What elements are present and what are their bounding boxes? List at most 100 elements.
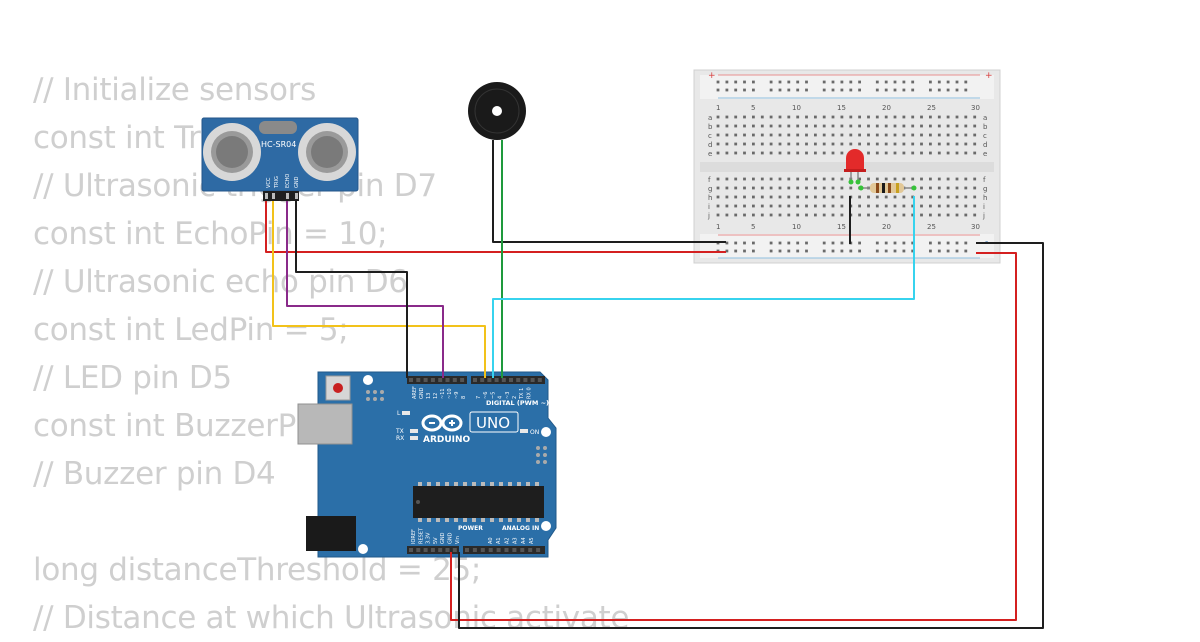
icsp-pin — [536, 460, 540, 464]
digital-header-left — [407, 376, 467, 384]
rail-plus-label: + — [985, 71, 993, 81]
breadboard-hole — [955, 213, 959, 217]
breadboard-hole — [929, 204, 932, 208]
breadboard-hole — [752, 88, 755, 92]
breadboard-hole — [734, 195, 738, 199]
header-pin — [452, 378, 457, 382]
resistor[interactable] — [858, 183, 917, 193]
transducer-right-core — [311, 136, 343, 168]
breadboard-hole — [752, 151, 755, 155]
breadboard-hole — [937, 195, 941, 199]
breadboard-hole — [716, 204, 720, 208]
breadboard-hole — [840, 151, 844, 155]
hc-sr04-sensor[interactable]: HC-SR04 VCC TRIG ECHO GND — [201, 117, 359, 201]
wire-yellow-trig[interactable] — [272, 200, 486, 378]
breadboard-hole — [716, 151, 720, 155]
breadboard-hole — [805, 177, 808, 181]
breadboard-hole — [725, 88, 729, 92]
breadboard-hole — [840, 177, 844, 181]
breadboard-hole — [929, 151, 932, 155]
breadboard-hole — [849, 124, 853, 128]
wire-cyan-led[interactable] — [492, 196, 915, 378]
breadboard-hole — [778, 142, 782, 146]
icsp-pin — [543, 446, 547, 450]
chip-pin — [481, 482, 485, 486]
breadboard-hole — [849, 249, 853, 253]
breadboard-hole — [787, 241, 791, 245]
breadboard-hole — [911, 177, 915, 181]
led-on — [520, 429, 528, 433]
chip-pin — [454, 518, 458, 522]
breadboard-hole — [893, 133, 897, 137]
breadboard-hole — [805, 142, 808, 146]
breadboard-hole — [769, 186, 773, 190]
breadboard-hole — [946, 115, 950, 119]
breadboard-hole — [716, 195, 720, 199]
breadboard-hole — [734, 213, 738, 217]
wire-black-gnd[interactable] — [295, 200, 408, 378]
breadboard-hole — [805, 186, 808, 190]
wire-purple-echo[interactable] — [286, 200, 444, 378]
breadboard-hole — [937, 249, 941, 253]
breadboard-hole — [955, 88, 959, 92]
breadboard-hole — [805, 151, 808, 155]
reset-button-cap[interactable] — [333, 383, 343, 393]
breadboard-hole — [937, 115, 941, 119]
sensor-pin-label: GND — [294, 176, 300, 188]
analog-header — [463, 546, 545, 554]
header-pin — [423, 548, 428, 552]
breadboard-hole — [743, 88, 746, 92]
power-pin-label: RESET — [418, 527, 424, 544]
breadboard-hole — [893, 142, 897, 146]
breadboard-hole — [902, 204, 906, 208]
chip-pin — [427, 482, 431, 486]
uno-label: UNO — [476, 414, 510, 432]
wire-red-vcc[interactable] — [265, 200, 726, 253]
breadboard-hole — [760, 204, 764, 208]
resistor-band — [896, 183, 899, 193]
wire-black-buzzer[interactable] — [492, 140, 726, 243]
breadboard-hole — [937, 151, 941, 155]
piezo-buzzer[interactable] — [468, 82, 526, 140]
breadboard-hole — [752, 249, 755, 253]
breadboard-hole — [822, 133, 826, 137]
row-letter: e — [708, 150, 712, 158]
breadboard-hole — [973, 177, 977, 181]
breadboard-hole — [716, 124, 720, 128]
code-line: // Buzzer pin D4 — [33, 456, 276, 492]
column-number: 10 — [792, 104, 801, 112]
red-led[interactable] — [844, 149, 866, 185]
breadboard-hole — [875, 213, 879, 217]
breadboard-hole — [796, 213, 800, 217]
breadboard-hole — [902, 213, 906, 217]
breadboard-hole — [822, 88, 826, 92]
breadboard-hole — [734, 151, 738, 155]
breadboard-hole — [902, 115, 906, 119]
breadboard-hole — [884, 142, 888, 146]
header-pin — [516, 378, 521, 382]
chip-pin — [517, 518, 521, 522]
arduino-logo — [421, 414, 463, 432]
breadboard-hole — [840, 115, 844, 119]
breadboard-hole — [734, 177, 738, 181]
breadboard-hole — [743, 115, 746, 119]
header-pin — [523, 378, 528, 382]
breadboard-hole — [787, 249, 791, 253]
header-pin — [530, 378, 535, 382]
row-letter: d — [983, 141, 987, 149]
breadboard-hole — [973, 204, 977, 208]
breadboard-hole — [973, 213, 977, 217]
breadboard-hole — [831, 195, 835, 199]
resistor-band — [882, 183, 885, 193]
breadboard-hole — [902, 177, 906, 181]
sensor-pin — [272, 193, 275, 199]
breadboard-hole — [973, 142, 977, 146]
wire-black-gnd-rail[interactable] — [458, 242, 1044, 629]
breadboard-hole — [752, 177, 755, 181]
chip-pin — [445, 482, 449, 486]
resistor-hole-highlight — [858, 185, 864, 191]
wire-red-5v[interactable] — [450, 252, 1017, 621]
breadboard-hole — [867, 142, 870, 146]
